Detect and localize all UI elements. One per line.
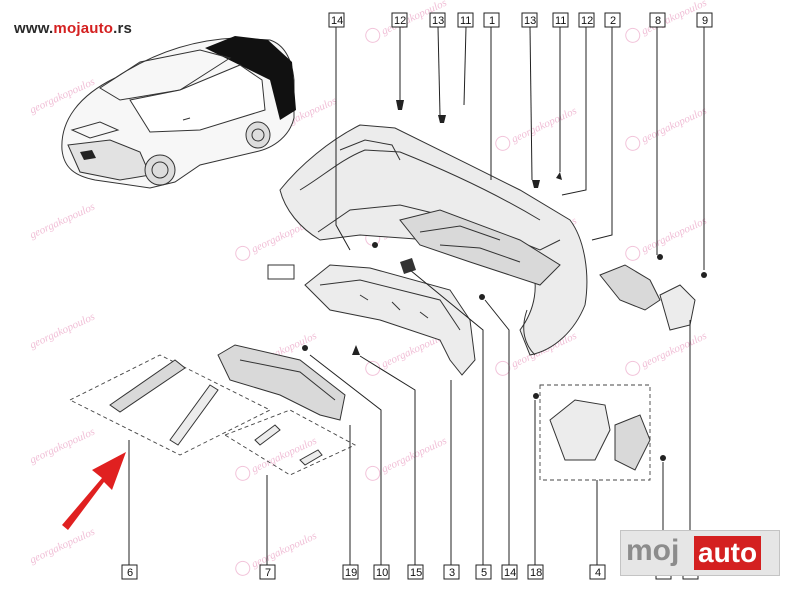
mojauto-logo[interactable]: moj auto	[620, 530, 780, 576]
fasteners	[302, 100, 707, 461]
right-side-bracket	[599, 264, 696, 331]
svg-text:14: 14	[504, 567, 516, 579]
svg-text:4: 4	[595, 567, 601, 579]
callout-11-top: 11	[457, 12, 474, 28]
reflector-group-6	[68, 354, 272, 456]
callout-9: 9	[696, 12, 713, 28]
callout-4: 4	[589, 564, 606, 580]
callout-6: 6	[121, 564, 138, 580]
svg-text:georgakopoulos: georgakopoulos	[510, 105, 579, 146]
callout-19: 19	[342, 564, 359, 580]
svg-text:12: 12	[394, 15, 406, 27]
svg-text:2: 2	[610, 15, 616, 27]
callout-10: 10	[373, 564, 390, 580]
callout-3: 3	[443, 564, 460, 580]
site-url-prefix: www.	[14, 20, 54, 37]
callout-18: 18	[527, 564, 544, 580]
svg-text:georgakopoulos: georgakopoulos	[28, 426, 97, 467]
callout-5: 5	[475, 564, 492, 580]
callouts-top: 14 12 13 11 1 13 11 12 2 8 9	[328, 12, 713, 28]
callout-1: 1	[483, 12, 500, 28]
site-url-brand: mojauto	[53, 20, 114, 37]
logo-text-moj: moj	[626, 534, 680, 567]
svg-text:georgakopoulos: georgakopoulos	[380, 435, 449, 476]
logo-text-auto: auto	[694, 536, 762, 570]
svg-text:georgakopoulos: georgakopoulos	[640, 215, 709, 256]
callout-13-top: 13	[429, 12, 446, 28]
svg-text:15: 15	[410, 567, 422, 579]
site-url[interactable]: www.mojauto.rs	[14, 20, 132, 37]
svg-text:13: 13	[524, 15, 536, 27]
lower-diffuser	[304, 264, 476, 376]
car-illustration	[61, 36, 296, 189]
svg-text:georgakopoulos: georgakopoulos	[28, 526, 97, 567]
svg-text:9: 9	[702, 15, 708, 27]
svg-text:12: 12	[581, 15, 593, 27]
callout-13-right: 13	[521, 12, 538, 28]
svg-text:11: 11	[460, 15, 471, 27]
svg-text:georgakopoulos: georgakopoulos	[640, 105, 709, 146]
red-pointer-arrow-icon	[62, 452, 126, 530]
callout-14-bottom: 14	[501, 564, 518, 580]
callout-12-top: 12	[391, 12, 408, 28]
svg-text:1: 1	[489, 15, 495, 27]
svg-text:6: 6	[127, 567, 133, 579]
callout-12-right: 12	[578, 12, 595, 28]
callout-8: 8	[649, 12, 666, 28]
callout-11-right: 11	[552, 12, 569, 28]
clip-group-7	[223, 409, 357, 476]
svg-text:18: 18	[530, 567, 542, 579]
callout-15: 15	[407, 564, 424, 580]
svg-text:11: 11	[555, 15, 566, 27]
side-bracket-group-4	[539, 384, 651, 481]
svg-text:georgakopoulos: georgakopoulos	[28, 201, 97, 242]
svg-text:19: 19	[345, 567, 357, 579]
callouts-bottom: 6 7 19 10 15 3 5 14 18 4 17 16	[121, 564, 699, 580]
svg-text:13: 13	[432, 15, 444, 27]
leader-lines	[128, 26, 705, 565]
svg-text:georgakopoulos: georgakopoulos	[640, 330, 709, 371]
gasket-left	[267, 264, 295, 280]
svg-text:georgakopoulos: georgakopoulos	[250, 530, 319, 571]
svg-text:8: 8	[655, 15, 661, 27]
svg-text:georgakopoulos: georgakopoulos	[28, 311, 97, 352]
svg-text:10: 10	[376, 567, 388, 579]
callout-2: 2	[604, 12, 621, 28]
svg-text:7: 7	[265, 567, 271, 579]
svg-text:14: 14	[331, 15, 343, 27]
svg-text:5: 5	[481, 567, 487, 579]
site-url-suffix: .rs	[113, 20, 133, 37]
rear-bumper-cover	[279, 124, 588, 356]
impact-absorber-19	[217, 344, 346, 421]
callout-7: 7	[259, 564, 276, 580]
callout-14-top: 14	[328, 12, 345, 28]
svg-text:3: 3	[449, 567, 455, 579]
